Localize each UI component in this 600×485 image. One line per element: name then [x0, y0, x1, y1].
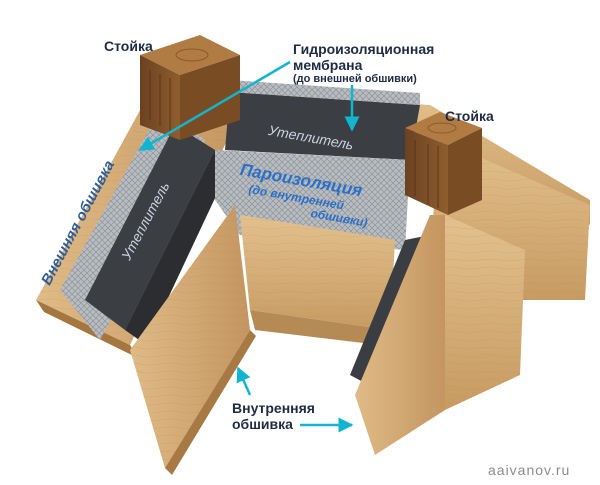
watermark: aaivanov.ru: [488, 462, 571, 478]
membrane-label-line2: мембрана: [293, 57, 363, 73]
membrane-label-line1: Гидроизоляционная: [293, 41, 435, 57]
post-right: [405, 112, 482, 215]
inner-sheathing-left: [130, 205, 256, 475]
insulation-left: [85, 125, 232, 345]
inner-back-boards: [240, 215, 395, 345]
insulation-top: [225, 80, 420, 160]
inner-sheathing-right: [355, 215, 525, 455]
inner-sheathing-label-line1: Внутренняя: [232, 400, 315, 416]
post-right-label: Стойка: [445, 108, 494, 124]
membrane-label-line3: (до внешней обшивки): [293, 73, 417, 85]
inner-arrow-up: [236, 366, 252, 396]
membrane-arrow-left: [138, 60, 291, 152]
post-left-label: Стойка: [104, 38, 153, 54]
inner-sheathing-label-line2: обшивка: [232, 416, 293, 432]
post-left: [140, 35, 240, 140]
